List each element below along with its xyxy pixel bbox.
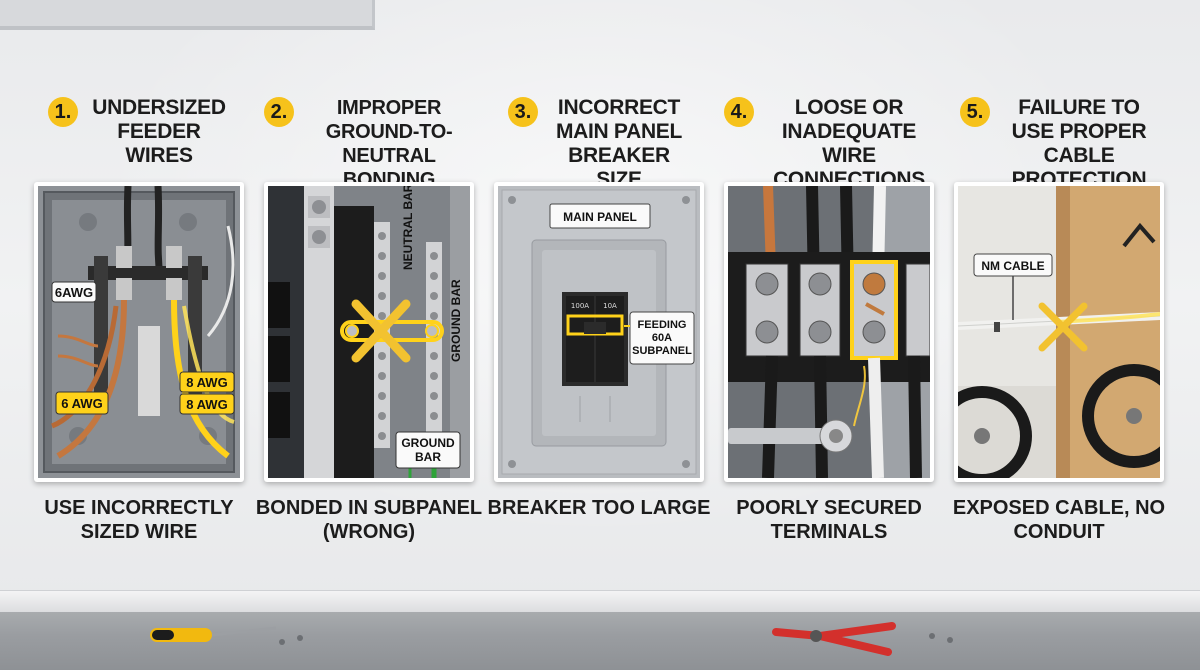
floor-tools	[150, 622, 953, 656]
exposed-cable-illustration: NM CABLE	[958, 186, 1160, 478]
number-badge: 3.	[508, 97, 538, 127]
panel-1-title: UNDERSIZED FEEDER WIRES	[92, 96, 226, 167]
panel-1-heading: 1. UNDERSIZED FEEDER WIRES	[34, 96, 248, 176]
warning-x-icon	[351, 299, 411, 363]
panel-2-heading: 2. IMPROPER GROUND-TO-NEUTRAL BONDING	[264, 96, 478, 191]
number-badge: 4.	[724, 97, 754, 127]
number-badge: 2.	[264, 97, 294, 127]
loose-connections-illustration	[728, 186, 930, 478]
wire-label-6awg: 6AWG	[55, 285, 93, 300]
breaker-rating-right: 10A	[603, 302, 617, 310]
panel-4-title: LOOSE OR INADEQUATE WIRE CONNECTIONS	[773, 96, 925, 191]
panel-5-heading: 5. FAILURE TO USE PROPER CABLE PROTECTIO…	[954, 96, 1168, 191]
panel-2-caption: BONDED IN SUBPANEL (WRONG)	[255, 497, 483, 543]
panel-1-image: 6AWG 6 AWG 8 AWG 8 AWG	[34, 182, 244, 482]
panel-2-title: IMPROPER GROUND-TO-NEUTRAL BONDING	[325, 97, 453, 191]
window-frame	[0, 0, 375, 30]
panel-3-caption: BREAKER TOO LARGE	[487, 497, 711, 519]
warning-x-icon	[1038, 302, 1088, 352]
floor	[0, 612, 1200, 670]
screwdriver-icon	[150, 626, 303, 645]
panel-4-image	[724, 182, 934, 482]
panel-4-caption: POORLY SECURED TERMINALS	[736, 497, 922, 543]
nm-cable-label: NM CABLE	[981, 259, 1044, 273]
ground-bar-vertical-label: GROUND BAR	[449, 279, 463, 362]
panel-5-image: NM CABLE	[954, 182, 1164, 482]
main-panel-label: MAIN PANEL	[563, 210, 637, 224]
panel-5-title: FAILURE TO USE PROPER CABLE PROTECTION	[1011, 96, 1147, 191]
undersized-wires-illustration: 6AWG 6 AWG 8 AWG 8 AWG	[38, 186, 240, 478]
wire-label-8-awg-bottom: 8 AWG	[186, 397, 227, 412]
neutral-bar-label: NEUTRAL BAR	[401, 186, 415, 270]
panel-4-heading: 4. LOOSE OR INADEQUATE WIRE CONNECTIONS	[724, 96, 938, 191]
number-badge: 1.	[48, 97, 78, 127]
number-badge: 5.	[960, 97, 990, 127]
panel-1-caption: USE INCORRECTLY SIZED WIRE	[44, 497, 234, 543]
baseboard	[0, 590, 1200, 612]
panel-3-title: INCORRECT MAIN PANEL BREAKER SIZE	[555, 96, 683, 191]
pliers-icon	[772, 622, 953, 656]
wire-label-6-awg: 6 AWG	[61, 396, 102, 411]
panel-3-heading: 3. INCORRECT MAIN PANEL BREAKER SIZE	[494, 96, 708, 191]
wire-label-8-awg-top: 8 AWG	[186, 375, 227, 390]
breaker-rating-left: 100A	[571, 302, 589, 310]
panel-5-caption: EXPOSED CABLE, NO CONDUIT	[952, 497, 1166, 543]
